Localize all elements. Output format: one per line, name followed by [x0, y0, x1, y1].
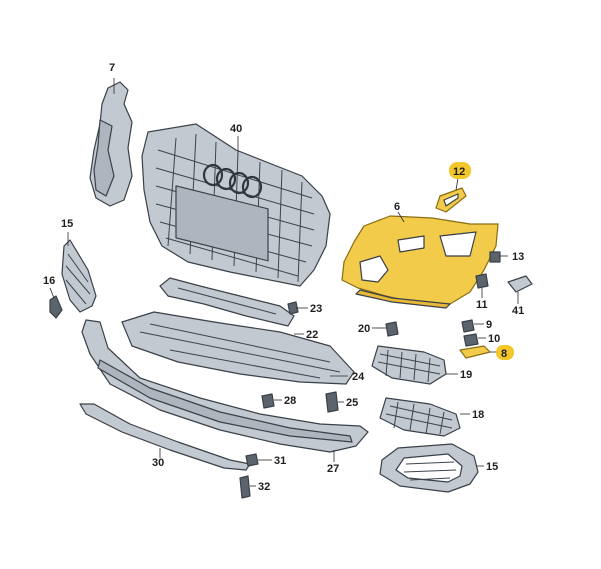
callout-label-12: 12	[453, 166, 465, 178]
callout-label-16: 16	[43, 275, 55, 287]
callout-label-20: 20	[358, 323, 370, 335]
callout-label-13: 13	[512, 251, 524, 263]
fog-grille-part-15-right	[379, 443, 484, 493]
callout-label-24: 24	[352, 371, 365, 383]
callout-label-15-right: 15	[486, 461, 498, 473]
callout-label-32: 32	[258, 481, 270, 493]
highlight-badge-12	[449, 162, 471, 179]
callout-label-8: 8	[501, 348, 507, 360]
bolt-part-28	[261, 393, 282, 409]
lower-spoiler-part-27	[81, 319, 369, 462]
callout-label-18: 18	[472, 409, 484, 421]
callout-label-7: 7	[109, 62, 115, 74]
callout-label-40: 40	[230, 123, 242, 135]
cover-cap-part-41	[507, 275, 533, 304]
callout-label-41: 41	[512, 305, 524, 317]
bracket-part-20	[372, 321, 399, 337]
callout-label-27: 27	[327, 463, 339, 475]
mounting-bracket-part-23	[159, 277, 308, 327]
callout-label-11: 11	[476, 299, 488, 311]
callout-label-30: 30	[152, 457, 164, 469]
trim-ring-part-12	[435, 177, 467, 213]
bolt-part-32	[239, 475, 256, 499]
callout-label-25: 25	[346, 397, 358, 409]
screw-part-13	[489, 251, 508, 263]
radiator-grille-part-40	[141, 123, 331, 287]
callout-label-19: 19	[460, 369, 472, 381]
grille-insert-part-18	[379, 397, 470, 437]
callout-label-6: 6	[394, 201, 400, 213]
highlight-badge-8	[496, 345, 514, 360]
bumper-cover-part-6	[341, 211, 499, 309]
sensor-part-10	[463, 333, 486, 347]
clip-part-9	[461, 319, 484, 333]
side-grille-part-15-left	[61, 232, 97, 313]
underbody-panel-part-22	[121, 311, 355, 385]
callout-label-9: 9	[486, 319, 492, 331]
bracket-part-7	[89, 78, 133, 207]
nut-clip-part-11	[475, 273, 489, 298]
callout-label-15-left: 15	[61, 218, 73, 230]
callout-label-10: 10	[488, 333, 500, 345]
trim-strip-part-30	[79, 403, 251, 471]
grille-insert-part-19	[371, 345, 458, 385]
callout-label-22: 22	[306, 329, 318, 341]
tow-cap-part-8	[459, 345, 496, 359]
clip-part-31	[245, 453, 272, 467]
bolt-part-25	[325, 391, 344, 413]
clip-part-16	[49, 287, 63, 319]
callout-label-23: 23	[310, 303, 322, 315]
callout-label-28: 28	[284, 395, 296, 407]
callout-label-31: 31	[274, 455, 286, 467]
callout-labels: 7 40 12 6 13 15 16 11 41 23 22 20 9 10 8…	[43, 62, 524, 493]
